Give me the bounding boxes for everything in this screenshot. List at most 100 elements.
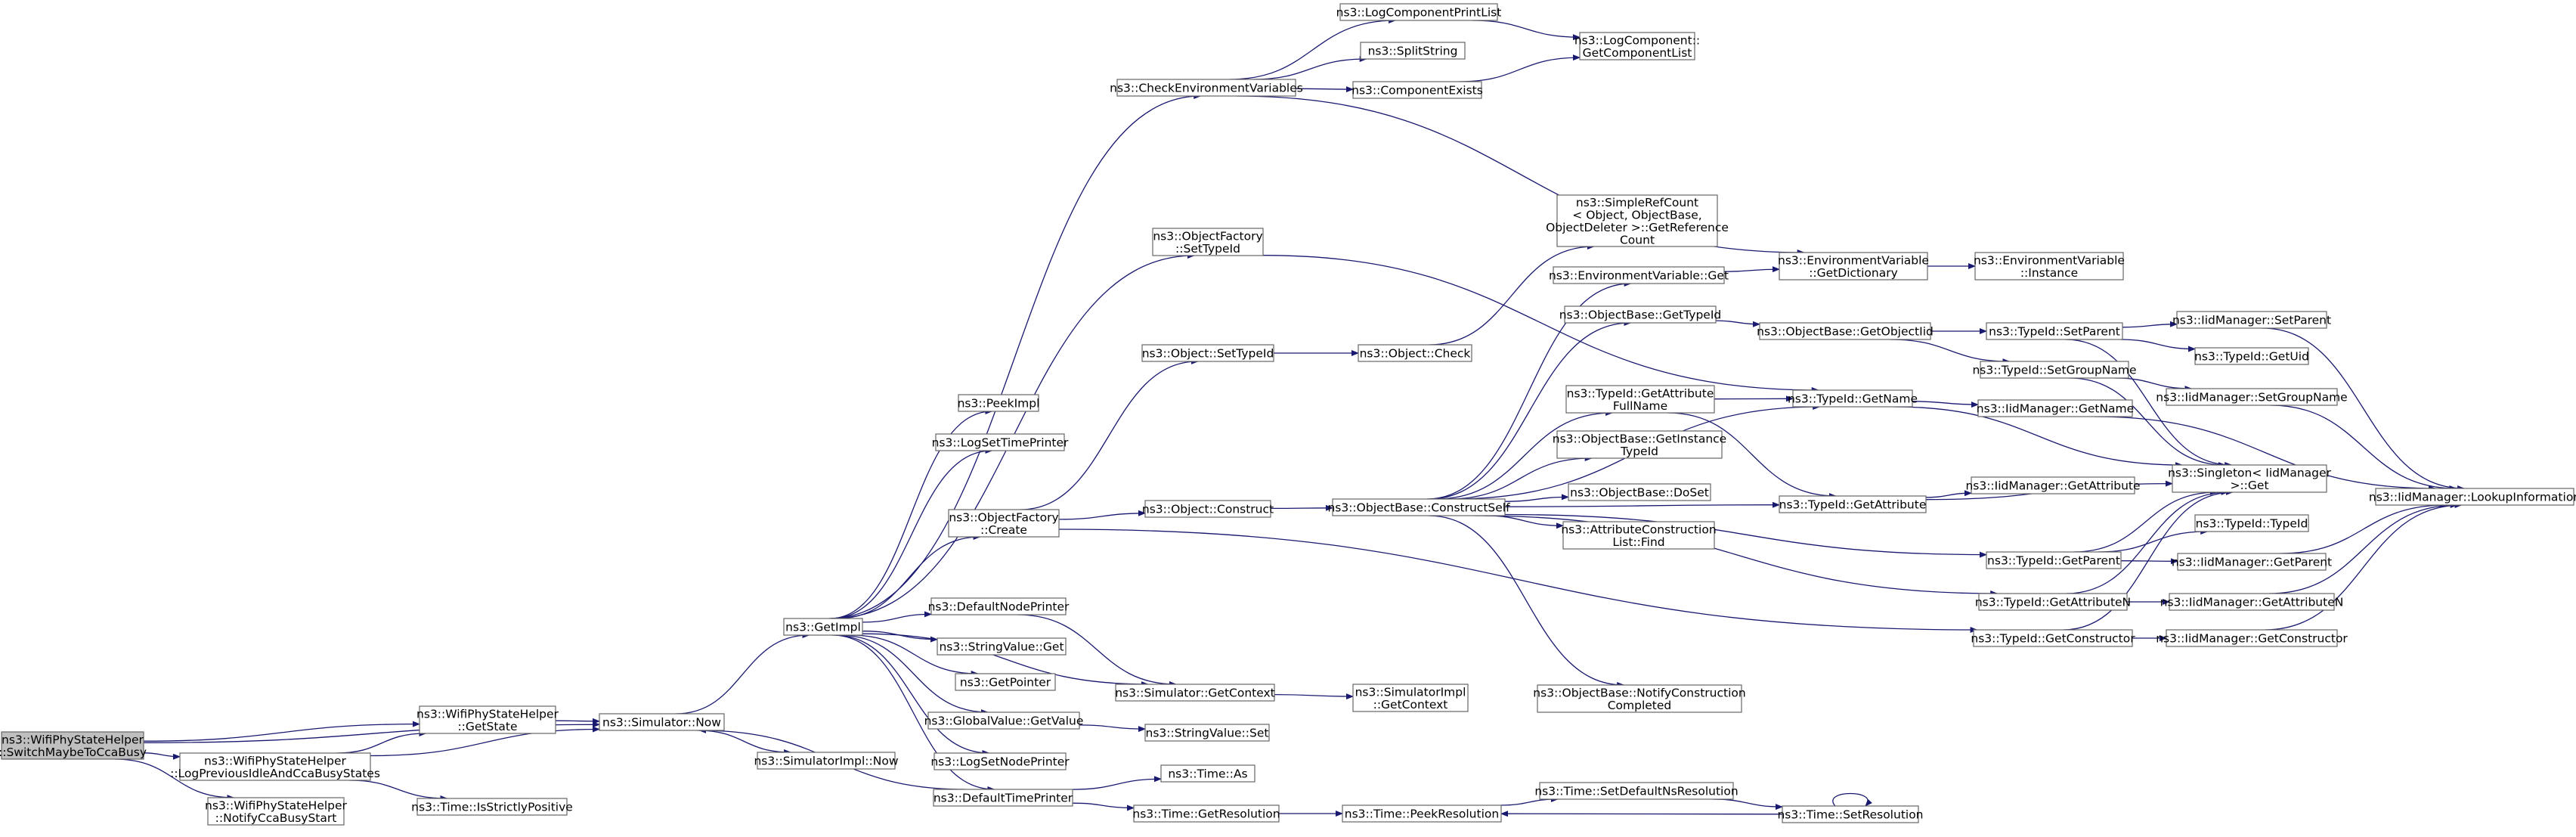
node-default-time-printer[interactable]: ns3::DefaultTimePrinter	[933, 789, 1073, 807]
node-time-peek-resolution[interactable]: ns3::Time::PeekResolution	[1342, 804, 1502, 823]
node-time-set-resolution[interactable]: ns3::Time::SetResolution	[1777, 805, 1924, 823]
node-env-var-get-dict[interactable]: ns3::EnvironmentVariable::GetDictionary	[1778, 252, 1929, 281]
node-is-strictly-positive[interactable]: ns3::Time::IsStrictlyPositive	[411, 798, 573, 816]
edge-type-id-set-parent-to-type-id-get-uid	[2119, 339, 2196, 352]
node-obj-base-get-type-id[interactable]: ns3::ObjectBase::GetTypeId	[1559, 305, 1722, 324]
node-string-value-get[interactable]: ns3::StringValue::Get	[937, 637, 1067, 656]
node-iid-mgr-get-name[interactable]: ns3::IidManager::GetName	[1977, 399, 2134, 417]
node-type-id-get-attribute-n[interactable]: ns3::TypeId::GetAttributeN	[1975, 593, 2131, 611]
node-obj-base-get-object-iid[interactable]: ns3::ObjectBase::GetObjectIid	[1757, 322, 1934, 340]
node-obj-construct[interactable]: ns3::Object::Construct	[1142, 500, 1274, 518]
node-box	[1141, 344, 1274, 362]
node-string-value-set[interactable]: ns3::StringValue::Set	[1144, 724, 1270, 742]
node-box	[2176, 311, 2327, 329]
node-log-set-node-printer[interactable]: ns3::LogSetNodePrinter	[930, 752, 1070, 770]
node-type-id-type-id[interactable]: ns3::TypeId::TypeId	[2194, 514, 2309, 532]
node-component-exists[interactable]: ns3::ComponentExists	[1351, 81, 1483, 99]
edge-obj-base-construct-self-to-type-id-get-attribute	[1504, 501, 1780, 508]
node-sim-now[interactable]: ns3::Simulator::Now	[599, 713, 725, 731]
node-log-comp-print-list[interactable]: ns3::LogComponentPrintList	[1336, 3, 1502, 21]
node-time-as[interactable]: ns3::Time::As	[1160, 764, 1255, 783]
node-iid-mgr-get-parent[interactable]: ns3::IidManager::GetParent	[2172, 553, 2332, 571]
node-global-value-get-value[interactable]: ns3::GlobalValue::GetValue	[924, 711, 1084, 730]
node-box	[1553, 266, 1725, 284]
node-split-string[interactable]: ns3::SplitString	[1360, 42, 1466, 60]
node-label: ns3::TypeId::GetAttribute	[1567, 386, 1714, 400]
node-simple-ref-count[interactable]: ns3::SimpleRefCount< Object, ObjectBase,…	[1546, 194, 1729, 247]
edge-type-id-get-attribute-n-to-singleton-get	[2066, 489, 2229, 594]
node-label: ns3::DefaultTimePrinter	[933, 792, 1073, 805]
node-obj-base-construct-self[interactable]: ns3::ObjectBase::ConstructSelf	[1327, 498, 1510, 516]
node-default-node-printer[interactable]: ns3::DefaultNodePrinter	[928, 597, 1070, 615]
node-iid-mgr-get-attribute[interactable]: ns3::IidManager::GetAttribute	[1965, 476, 2141, 494]
node-env-var-get[interactable]: ns3::EnvironmentVariable::Get	[1549, 266, 1729, 284]
node-box	[1564, 305, 1717, 324]
node-log-comp-get-list[interactable]: ns3::LogComponent::GetComponentList	[1574, 32, 1700, 60]
node-env-var-instance[interactable]: ns3::EnvironmentVariable::Instance	[1974, 252, 2125, 281]
node-label: ns3::IidManager::SetParent	[2172, 314, 2331, 327]
node-time-get-resolution[interactable]: ns3::Time::GetResolution	[1132, 804, 1280, 823]
node-sim-get-context[interactable]: ns3::Simulator::GetContext	[1115, 684, 1275, 702]
node-type-id-get-uid[interactable]: ns3::TypeId::GetUid	[2194, 347, 2309, 365]
node-label: ns3::IidManager::GetAttribute	[1965, 479, 2140, 493]
edge-type-id-set-parent-to-singleton-get	[2065, 339, 2233, 468]
node-box	[1556, 194, 1718, 247]
node-get-state[interactable]: ns3::WifiPhyStateHelper::GetState	[416, 705, 559, 734]
edge-log-prev-to-get-state	[336, 730, 427, 754]
node-obj-factory-create[interactable]: ns3::ObjectFactory::Create	[948, 509, 1060, 538]
node-sim-impl-get-context[interactable]: ns3::SimulatorImpl::GetContext	[1352, 684, 1469, 712]
edge-iid-mgr-get-name-to-iid-mgr-lookup-information	[2095, 416, 2436, 491]
node-box	[757, 752, 896, 770]
node-obj-factory-set-type-id[interactable]: ns3::ObjectFactory::SetTypeId	[1152, 228, 1264, 256]
node-obj-base-do-set[interactable]: ns3::ObjectBase::DoSet	[1568, 483, 1711, 501]
node-switch[interactable]: ns3::WifiPhyStateHelper::SwitchMaybeToCc…	[0, 731, 147, 760]
node-label: GetComponentList	[1583, 46, 1692, 60]
node-box	[1978, 593, 2128, 611]
node-sim-impl-now[interactable]: ns3::SimulatorImpl::Now	[754, 752, 899, 770]
edge-type-id-get-name-to-singleton-get	[1893, 406, 2183, 468]
node-singleton-get[interactable]: ns3::Singleton< IidManager>::Get	[2168, 464, 2332, 493]
node-get-pointer[interactable]: ns3::GetPointer	[955, 673, 1056, 691]
edge-component-exists-to-log-comp-get-list	[1459, 54, 1581, 82]
node-log-set-time-printer[interactable]: ns3::LogSetTimePrinter	[932, 433, 1069, 451]
node-type-id-get-attribute[interactable]: ns3::TypeId::GetAttribute	[1779, 495, 1927, 513]
node-box	[1977, 399, 2133, 417]
node-notify-cca[interactable]: ns3::WifiPhyStateHelper::NotifyCcaBusySt…	[205, 797, 348, 826]
node-iid-mgr-lookup-information[interactable]: ns3::IidManager::LookupInformation	[2369, 488, 2576, 506]
node-get-impl[interactable]: ns3::GetImpl	[783, 618, 863, 636]
node-time-set-default-ns[interactable]: ns3::Time::SetDefaultNsResolution	[1534, 782, 1738, 800]
node-label: ns3::Time::IsStrictlyPositive	[411, 801, 573, 814]
node-check-env[interactable]: ns3::CheckEnvironmentVariables	[1110, 79, 1303, 97]
node-type-id-get-constructor[interactable]: ns3::TypeId::GetConstructor	[1971, 629, 2135, 647]
edge-type-id-set-group-name-to-iid-mgr-set-group-name	[2114, 377, 2193, 392]
node-label: ns3::LogSetTimePrinter	[932, 436, 1069, 450]
node-type-id-get-parent[interactable]: ns3::TypeId::GetParent	[1986, 551, 2122, 569]
edge-default-time-printer-to-time-as	[1072, 776, 1162, 790]
edge-time-peek-resolution-to-time-set-default-ns	[1500, 796, 1559, 806]
node-iid-mgr-set-group-name[interactable]: ns3::IidManager::SetGroupName	[2156, 388, 2348, 406]
node-iid-mgr-get-constructor[interactable]: ns3::IidManager::GetConstructor	[2156, 629, 2348, 647]
node-iid-mgr-set-parent[interactable]: ns3::IidManager::SetParent	[2172, 311, 2331, 329]
node-label: ns3::TypeId::GetParent	[1987, 554, 2120, 568]
node-label: ns3::IidManager::GetAttributeN	[2160, 596, 2344, 609]
node-label: ns3::ObjectFactory	[1153, 229, 1262, 243]
node-label: ns3::WifiPhyStateHelper	[204, 754, 347, 767]
node-type-id-get-name[interactable]: ns3::TypeId::GetName	[1788, 389, 1918, 408]
node-peek-impl[interactable]: ns3::PeekImpl	[958, 394, 1040, 412]
edge-time-set-resolution-to-time-set-resolution	[1832, 792, 1873, 807]
node-log-prev[interactable]: ns3::WifiPhyStateHelper::LogPreviousIdle…	[170, 752, 380, 781]
node-label: ::SwitchMaybeToCcaBusy	[0, 746, 147, 759]
edge-sim-now-to-get-impl	[676, 632, 810, 715]
node-type-id-set-group-name[interactable]: ns3::TypeId::SetGroupName	[1972, 361, 2137, 379]
node-type-id-set-parent[interactable]: ns3::TypeId::SetParent	[1986, 322, 2123, 340]
node-obj-check[interactable]: ns3::Object::Check	[1358, 344, 1472, 362]
edge-get-impl-to-log-set-node-printer	[834, 634, 990, 756]
node-label: FullName	[1613, 399, 1667, 413]
node-label: ns3::WifiPhyStateHelper	[416, 707, 559, 721]
node-iid-mgr-get-attribute-n[interactable]: ns3::IidManager::GetAttributeN	[2160, 593, 2344, 611]
node-obj-set-type-id[interactable]: ns3::Object::SetTypeId	[1141, 344, 1274, 362]
node-obj-base-notify-construction-completed[interactable]: ns3::ObjectBase::NotifyConstructionCompl…	[1533, 684, 1746, 713]
